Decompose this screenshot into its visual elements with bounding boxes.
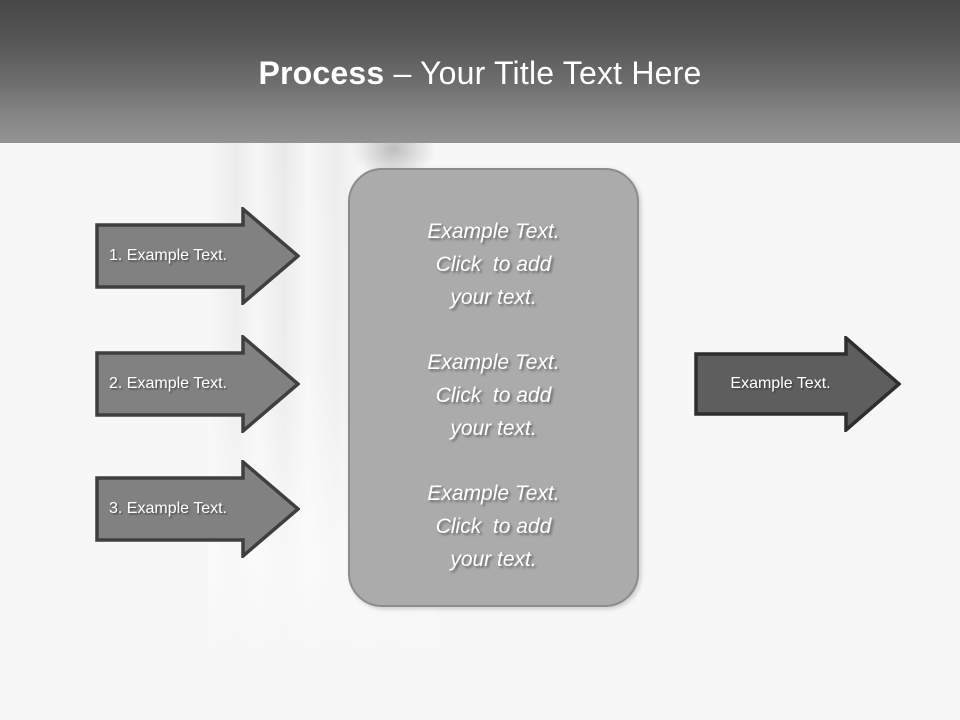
arrow-right-icon <box>694 336 901 432</box>
arrow-right-icon <box>95 335 300 433</box>
panel-block-2-line-3: your text. <box>450 417 537 440</box>
panel-block-3-line-1: Example Text. <box>427 482 560 505</box>
panel-block-1-line-2: Click to add <box>435 253 552 276</box>
arrow-right-icon <box>95 207 300 305</box>
panel-block-3-line-3: your text. <box>450 548 537 571</box>
arrow-right-icon <box>95 460 300 558</box>
panel-text-block-2: Example Text. Click to add your text. <box>350 346 637 445</box>
step-arrow-1-label: 1. Example Text. <box>109 247 227 264</box>
title-banner: Process – Your Title Text Here <box>0 0 960 143</box>
content-panel[interactable]: Example Text. Click to add your text. Ex… <box>348 168 639 607</box>
step-arrow-2-label: 2. Example Text. <box>109 375 227 392</box>
panel-block-1-line-3: your text. <box>450 286 537 309</box>
page-title-strong: Process <box>258 55 385 91</box>
panel-block-1-line-1: Example Text. <box>427 220 560 243</box>
panel-text-block-3: Example Text. Click to add your text. <box>350 477 637 576</box>
result-arrow[interactable]: Example Text. <box>694 336 901 432</box>
panel-block-2-line-1: Example Text. <box>427 351 560 374</box>
page-title: Process – Your Title Text Here <box>0 53 960 93</box>
panel-text-block-1: Example Text. Click to add your text. <box>350 215 637 314</box>
step-arrow-3-label: 3. Example Text. <box>109 500 227 517</box>
page-title-rest: – Your Title Text Here <box>384 55 702 91</box>
step-arrow-1[interactable]: 1. Example Text. <box>95 207 300 305</box>
panel-block-3-line-2: Click to add <box>435 515 552 538</box>
step-arrow-3[interactable]: 3. Example Text. <box>95 460 300 558</box>
step-arrow-2[interactable]: 2. Example Text. <box>95 335 300 433</box>
panel-block-2-line-2: Click to add <box>435 384 552 407</box>
result-arrow-label: Example Text. <box>730 375 831 392</box>
